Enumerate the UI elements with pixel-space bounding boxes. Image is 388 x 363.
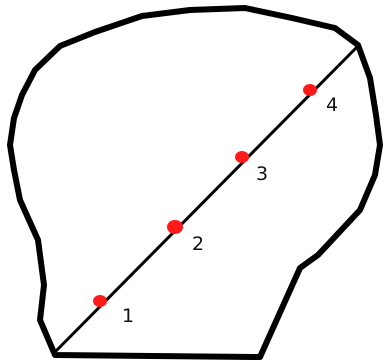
point-1-label: 1 xyxy=(122,305,134,327)
point-3-label: 3 xyxy=(256,163,268,185)
point-labels: 1 2 3 4 xyxy=(122,94,338,327)
region-outline xyxy=(7,5,383,360)
point-3-dot xyxy=(235,151,249,163)
point-1-dot xyxy=(93,295,107,307)
point-2-label: 2 xyxy=(192,233,204,255)
chord-points xyxy=(93,84,317,307)
point-2-dot xyxy=(167,220,183,234)
point-4-label: 4 xyxy=(326,94,338,116)
point-4-dot xyxy=(303,84,317,96)
